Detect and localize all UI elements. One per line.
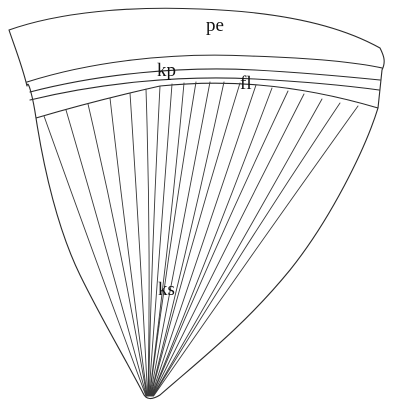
prism-line bbox=[151, 83, 240, 396]
label-ks: ks bbox=[158, 279, 175, 300]
prism-line bbox=[152, 91, 288, 396]
prism-line bbox=[154, 106, 358, 396]
prism-line bbox=[88, 104, 147, 396]
prism-line bbox=[146, 89, 149, 396]
prism-line bbox=[44, 116, 146, 396]
prism-line bbox=[148, 86, 160, 396]
prism-lines bbox=[44, 82, 358, 396]
label-pe: pe bbox=[206, 15, 224, 36]
prism-line bbox=[151, 85, 256, 396]
label-fl: fl bbox=[240, 73, 252, 94]
kp-upper-line bbox=[30, 69, 380, 92]
prism-line bbox=[66, 110, 146, 396]
prism-line bbox=[153, 103, 340, 396]
prism-line bbox=[110, 98, 147, 396]
label-kp: kp bbox=[157, 60, 176, 81]
prism-line bbox=[152, 94, 304, 396]
kp-lower-line bbox=[30, 78, 379, 100]
